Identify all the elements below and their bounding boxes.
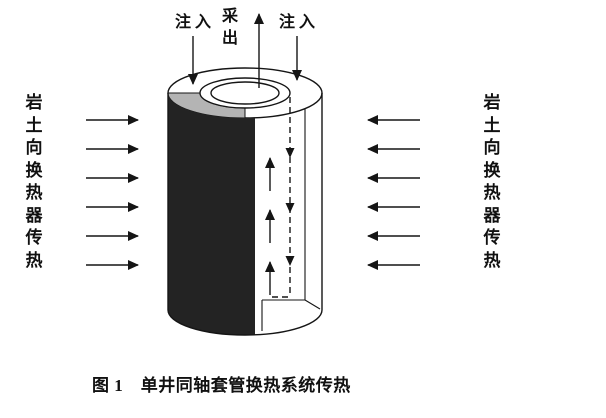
label-extract: 采出	[221, 8, 238, 47]
bottom-corner-line	[304, 299, 321, 310]
borehole-cylinder	[167, 67, 323, 336]
inner-pipe-top-bore	[210, 81, 280, 105]
label-heat-transfer-left: 岩土向换热器传热	[25, 93, 43, 270]
label-inject-right: 注 入	[278, 14, 315, 31]
downflow-arrowhead	[285, 256, 295, 266]
label-heat-transfer-right: 岩土向换热器传热	[483, 93, 501, 270]
heat-arrows-left	[86, 115, 139, 270]
downflow-arrowhead	[285, 203, 295, 213]
interior-flow	[261, 97, 321, 331]
label-inject-left: 注 入	[174, 14, 211, 31]
heat-arrows-right	[367, 115, 420, 270]
casing-front-face	[167, 93, 255, 336]
figure-caption: 图 1 单井同轴套管换热系统传热	[92, 376, 351, 395]
downflow-arrowhead	[285, 148, 295, 158]
cylinder-outline	[167, 93, 323, 336]
wellhead-arrows	[188, 13, 302, 88]
